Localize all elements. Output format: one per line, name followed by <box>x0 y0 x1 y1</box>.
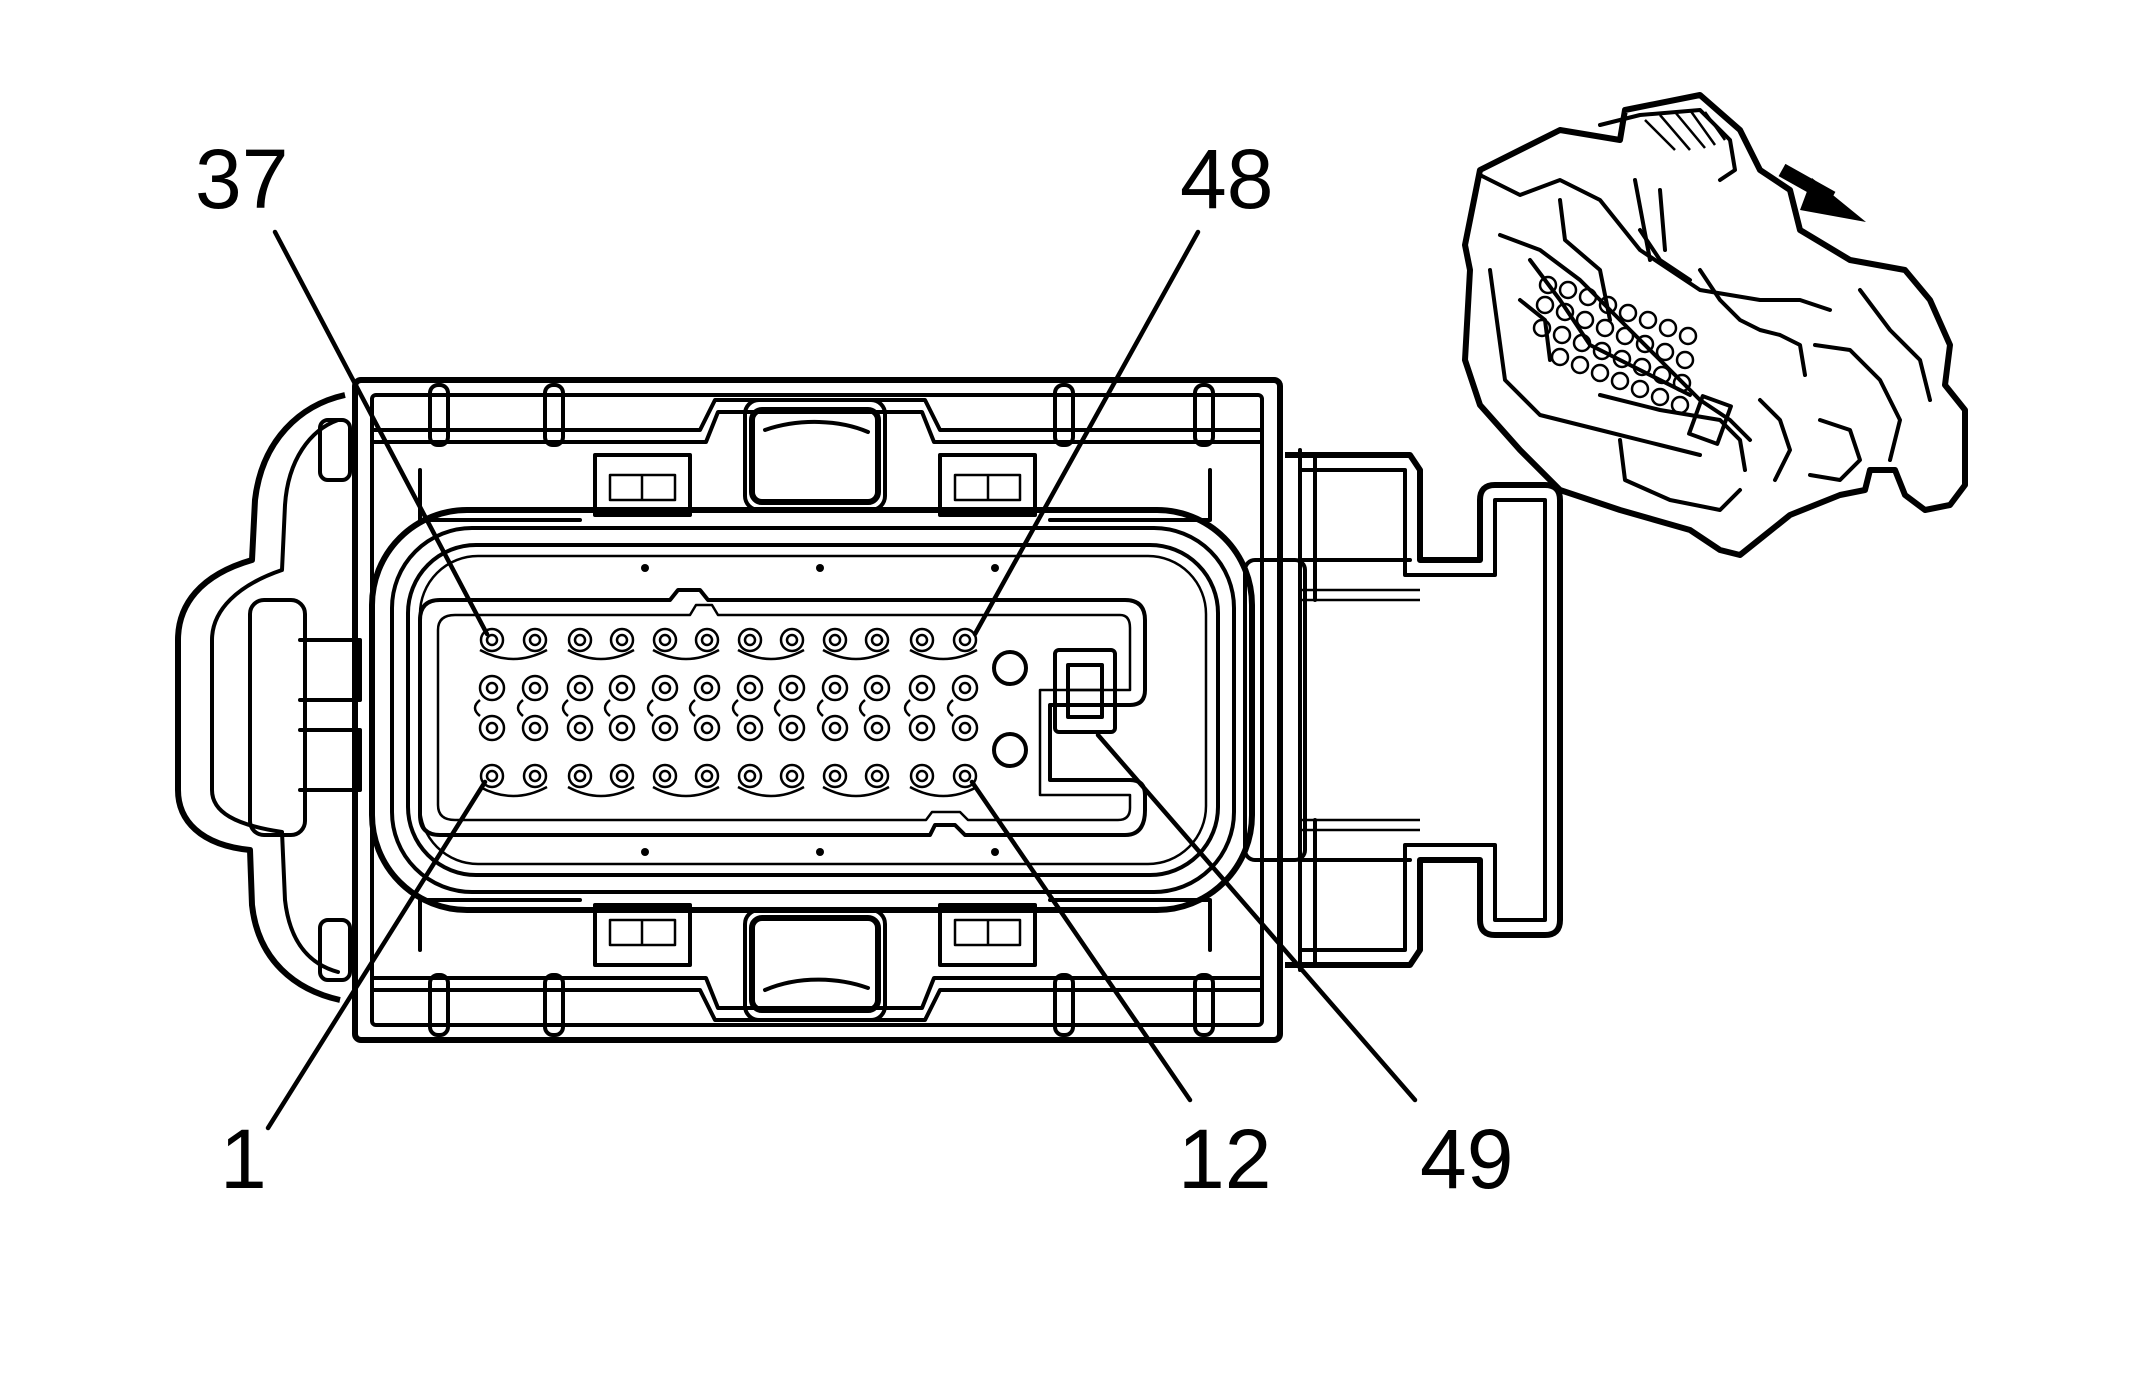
leader-line-48 <box>972 229 1201 637</box>
callout-37: 37 <box>195 132 288 226</box>
callout-49: 49 <box>1420 1112 1513 1206</box>
pin-row-bottom <box>479 763 978 798</box>
connector-face-view <box>175 377 1563 1043</box>
pin-row-top <box>479 627 978 661</box>
pin-rows-middle <box>473 674 979 742</box>
callout-1: 1 <box>220 1112 267 1206</box>
leader-line-49 <box>1095 732 1418 1103</box>
callout-48: 48 <box>1180 132 1273 226</box>
leader-line-1 <box>265 779 488 1131</box>
leader-line-12 <box>969 779 1193 1103</box>
leader-line-37 <box>272 229 490 637</box>
arrow-icon <box>1778 163 1866 222</box>
callout-12: 12 <box>1178 1112 1271 1206</box>
connector-isometric-view <box>1462 92 1968 558</box>
